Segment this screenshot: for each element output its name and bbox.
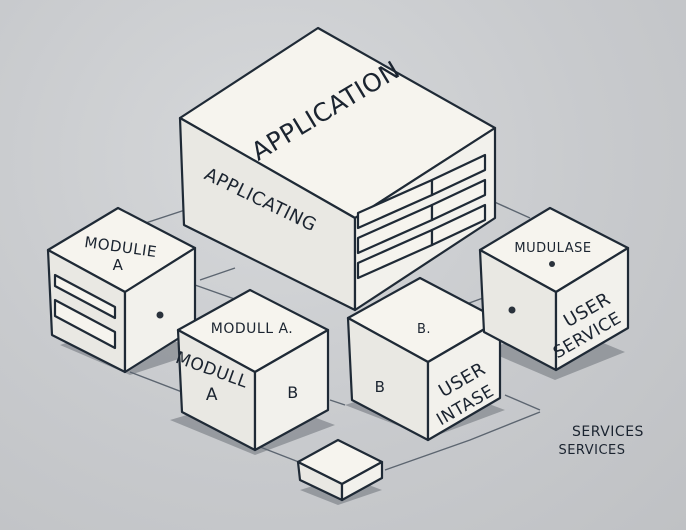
module-a-slot-1 bbox=[53, 273, 117, 320]
services-caption-line2: SERVICES bbox=[558, 443, 625, 458]
user-service-side-port-icon bbox=[508, 306, 516, 314]
user-intase-left-label: B bbox=[375, 378, 386, 396]
module-b-block[interactable]: MODULL A. MODULL A B bbox=[173, 288, 330, 452]
wire-b-intase bbox=[329, 399, 346, 406]
services-caption-line1: SERVICES bbox=[572, 424, 644, 440]
module-a-port-icon bbox=[156, 311, 164, 319]
user-service-top-label: MUDULASE bbox=[514, 241, 591, 256]
module-b-side-label-line2: A bbox=[206, 385, 218, 405]
user-intase-right-face bbox=[426, 318, 502, 442]
drive-bay-4 bbox=[430, 178, 487, 222]
module-a-block[interactable]: MODULIE A bbox=[46, 206, 197, 374]
small-block[interactable] bbox=[296, 438, 384, 502]
module-b-top-label: MODULL A. bbox=[211, 321, 293, 337]
module-a-label-line2: A bbox=[113, 256, 124, 274]
module-a-slot-2 bbox=[53, 298, 117, 350]
drive-bay-2 bbox=[430, 153, 487, 197]
wire-small-services bbox=[384, 411, 541, 471]
module-b-right-face bbox=[253, 328, 330, 452]
drive-bay-6 bbox=[430, 203, 487, 247]
user-service-port-icon bbox=[549, 261, 555, 267]
user-service-right-face bbox=[554, 246, 630, 372]
small-block-right-face bbox=[340, 460, 384, 502]
services-caption: SERVICES SERVICES bbox=[558, 424, 643, 458]
application-block[interactable]: APPLICATION APPLICATING bbox=[178, 26, 497, 312]
wire-app-service bbox=[489, 199, 531, 219]
user-service-block[interactable]: MUDULASE USER SERVICE bbox=[478, 206, 630, 372]
wire-intase-services bbox=[504, 394, 541, 411]
user-intase-top-label: B. bbox=[417, 322, 431, 337]
module-b-right-label: B bbox=[287, 383, 298, 402]
wire-app-module-b bbox=[199, 267, 236, 281]
